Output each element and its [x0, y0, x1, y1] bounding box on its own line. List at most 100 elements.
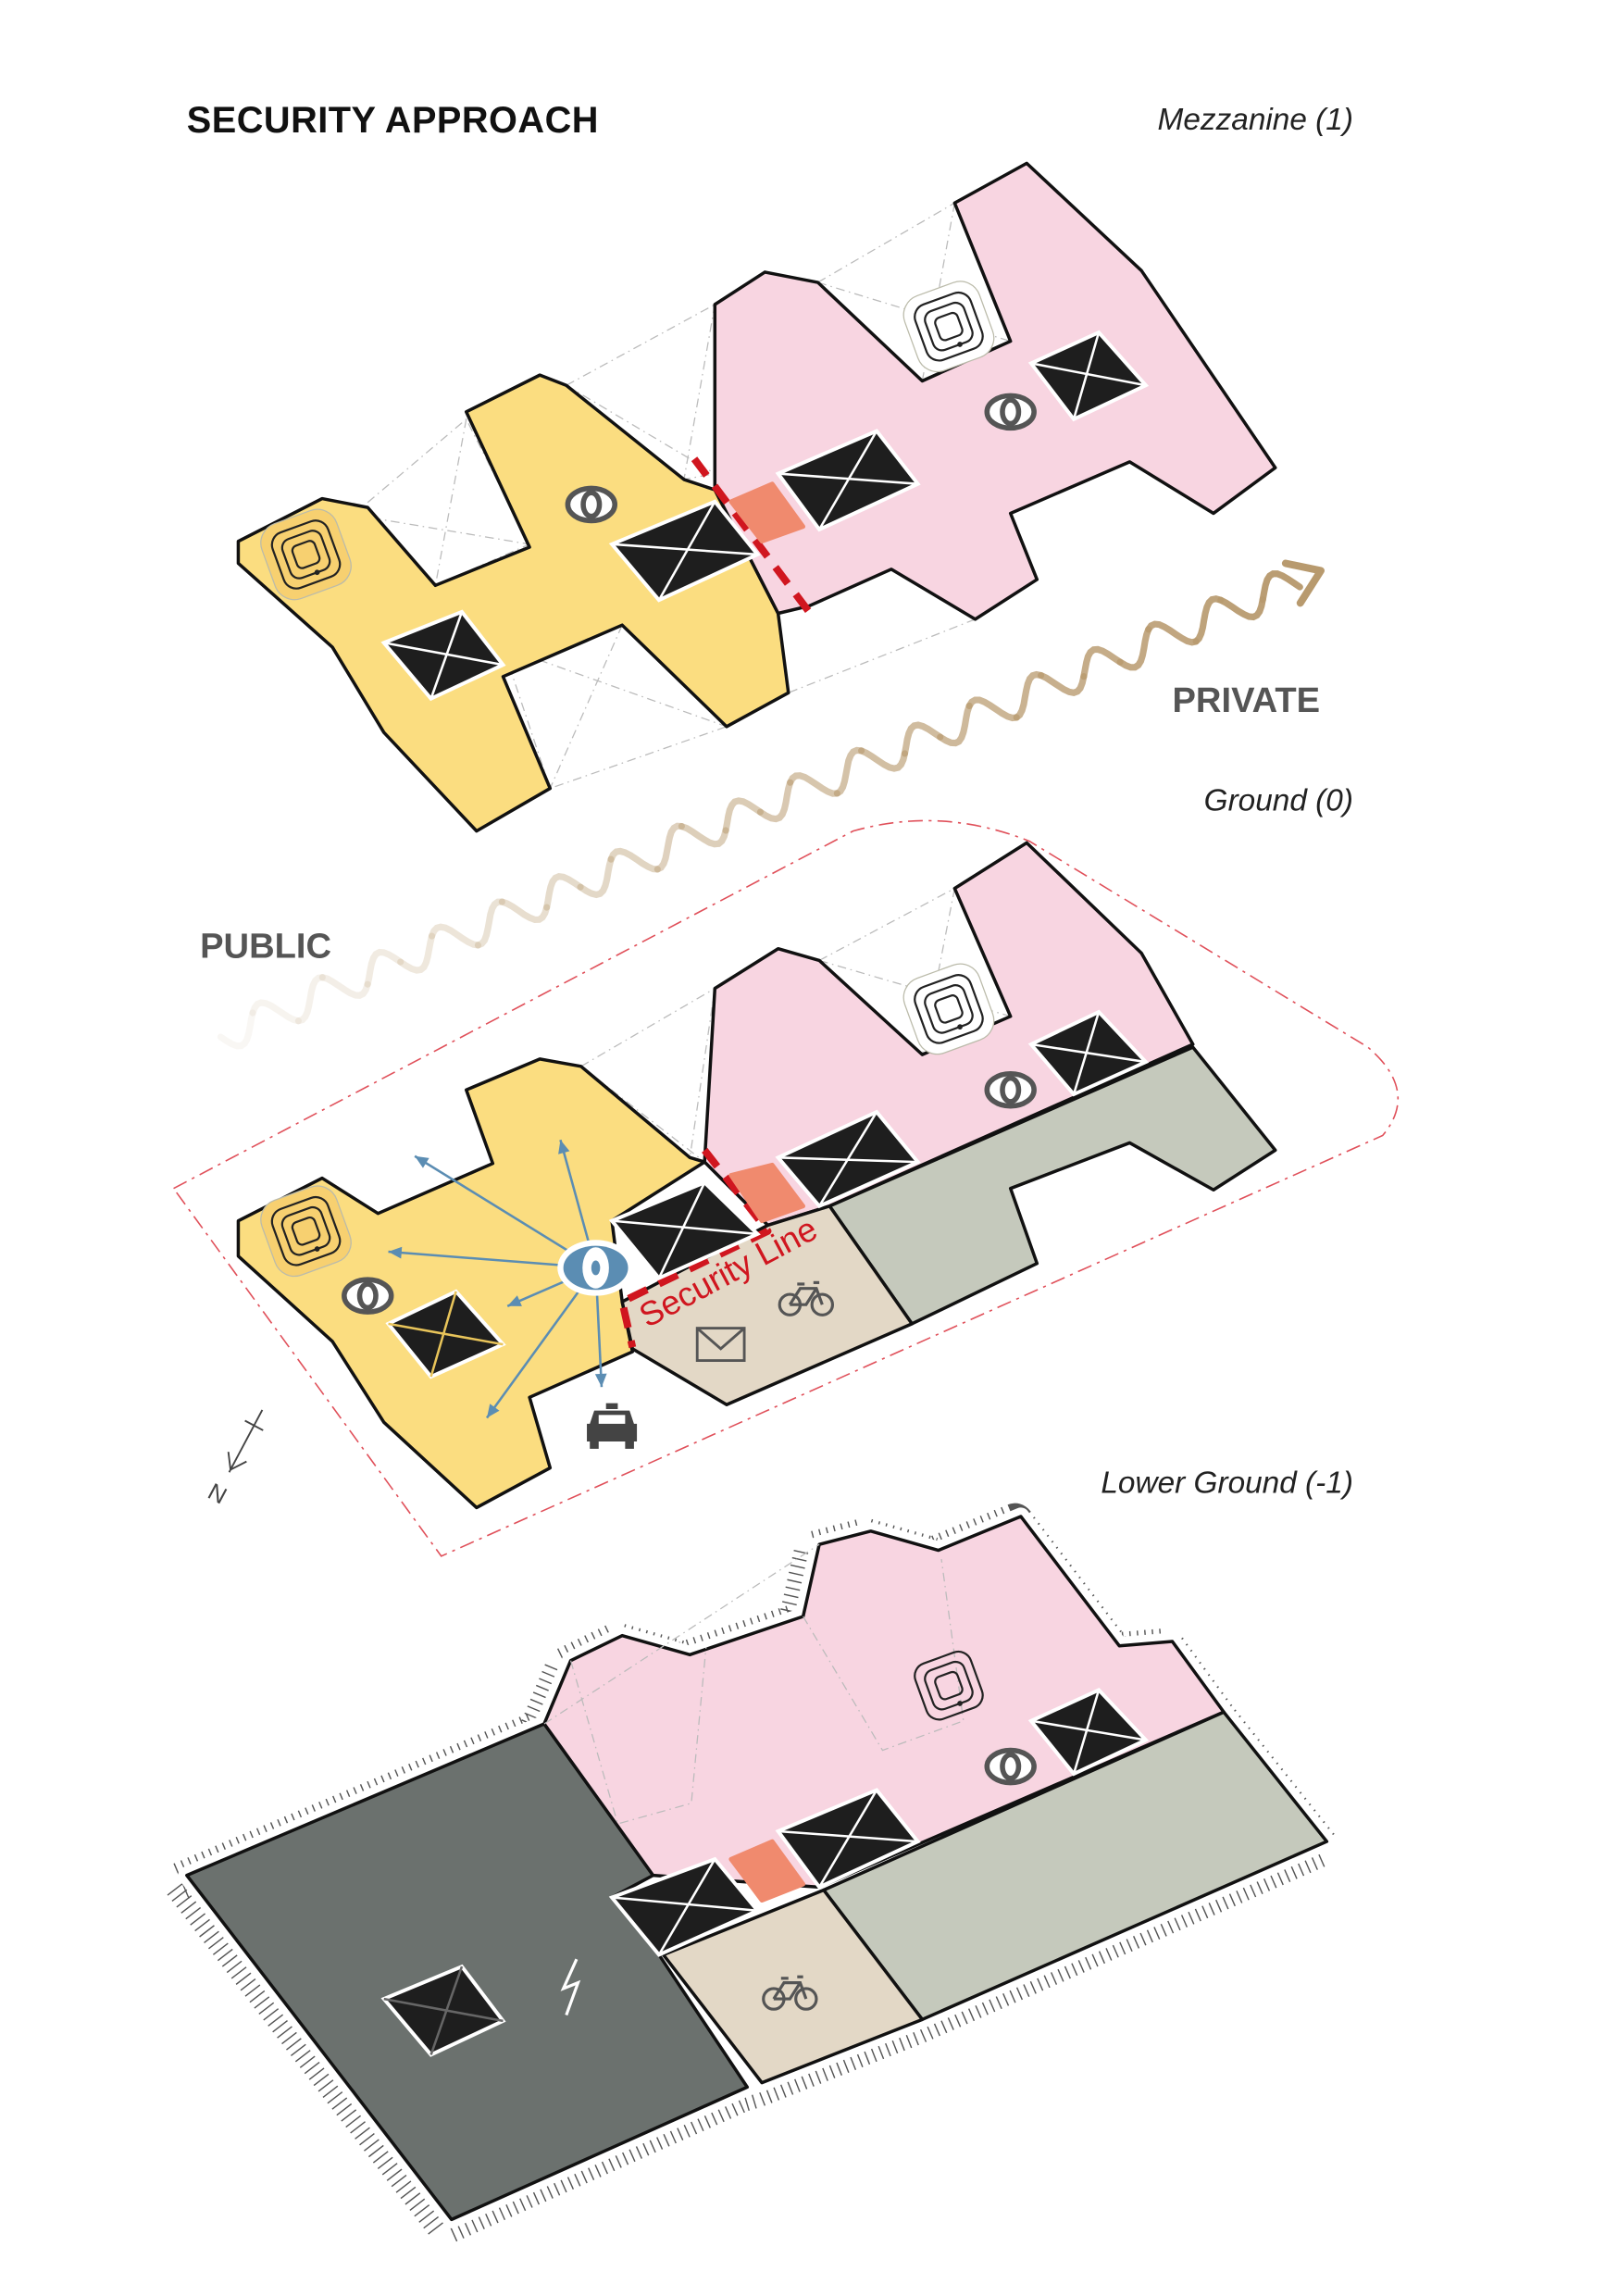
core-icon	[775, 1788, 921, 1890]
wave-segment	[474, 898, 505, 949]
core-cross	[611, 543, 758, 556]
spiral-ring	[924, 984, 974, 1034]
service-zone-ground	[828, 1045, 1277, 1326]
spiral-arrow	[957, 1024, 963, 1029]
surveillance-arrow	[485, 1267, 597, 1419]
core-icon	[380, 609, 506, 702]
core-icon	[1027, 330, 1150, 422]
spiral-arrow	[957, 342, 963, 347]
core-cross	[429, 611, 464, 700]
spiral-ring	[291, 1216, 321, 1246]
spiral-stair-icon	[914, 1650, 984, 1721]
wave-segment	[318, 974, 371, 999]
frame	[772, 1981, 808, 2000]
core-cross	[383, 642, 504, 667]
wave-segment	[1217, 595, 1266, 621]
floor-label-mezzanine: Mezzanine (1)	[1158, 103, 1353, 137]
wave-segment	[1038, 671, 1088, 696]
wave-segment	[1259, 570, 1303, 604]
wave-segment	[249, 999, 303, 1025]
core-icon	[385, 1289, 506, 1379]
wave-segment	[498, 898, 551, 924]
void-lines	[543, 1543, 965, 1825]
core-cross	[1072, 1690, 1101, 1775]
core-icon	[608, 499, 761, 603]
core-cross	[1030, 1042, 1147, 1064]
core-icon	[775, 1109, 921, 1209]
spiral-arrow	[314, 569, 320, 576]
private-zone-mezzanine	[713, 161, 1277, 621]
wave-segment	[833, 746, 865, 797]
surveillance-arrows	[388, 1139, 607, 1419]
spiral-stair-icon	[260, 508, 352, 601]
arrowhead-icon	[594, 1373, 607, 1388]
wave-segment	[901, 721, 944, 757]
frame	[790, 1287, 818, 1306]
envelope-flap	[696, 1327, 746, 1351]
wave-segment	[653, 822, 685, 873]
wave-segment	[364, 948, 404, 988]
core-cross	[818, 430, 878, 530]
core-cross	[657, 1858, 716, 1956]
spiral-arrow	[957, 1701, 963, 1706]
core-body	[380, 609, 506, 702]
page-title: SECURITY APPROACH	[187, 100, 599, 141]
wave-segment	[543, 873, 584, 911]
floor-label-lower-ground: Lower Ground (-1)	[1101, 1466, 1353, 1501]
frame	[789, 1287, 824, 1306]
envelope	[695, 1327, 746, 1363]
security-point	[728, 481, 806, 544]
core-cross	[611, 1896, 758, 1913]
core-cross	[657, 1181, 706, 1279]
secure-entry-zone-ground	[620, 1204, 914, 1406]
wave-segment	[428, 923, 482, 949]
core-icon	[775, 429, 921, 532]
wave-segment	[1145, 620, 1200, 646]
wheel	[810, 1292, 835, 1316]
wave-segment	[722, 797, 764, 834]
eye-iris	[1000, 1752, 1022, 1781]
spiral-ring	[934, 994, 964, 1024]
zone-label-public: PUBLIC	[200, 926, 331, 966]
public-to-private-arrow	[217, 559, 1325, 1050]
wave-segment	[965, 696, 1020, 722]
wave-segment	[1192, 595, 1225, 645]
wave-segment	[217, 1009, 256, 1050]
spiral-ring	[914, 974, 984, 1044]
arrowhead-icon	[388, 1246, 403, 1259]
icon-layer	[260, 281, 1150, 2057]
spiral-ring	[914, 1650, 984, 1721]
public-zone-mezzanine	[236, 373, 790, 833]
eye-iris	[1000, 397, 1022, 427]
taxi-icon	[587, 1403, 638, 1449]
core-cross	[1030, 362, 1147, 387]
floor-label-ground: Ground (0)	[1204, 783, 1353, 817]
arrowhead-icon	[1281, 559, 1325, 607]
spiral-stair-icon	[902, 281, 995, 373]
spiral-ring	[270, 519, 342, 590]
north-label: N	[204, 1479, 230, 1509]
spiral-stair-icon	[260, 1185, 352, 1278]
surveillance-arrow	[414, 1154, 597, 1269]
spiral-ring	[924, 301, 974, 352]
wave-segment	[857, 747, 909, 772]
wave-segment	[1013, 670, 1045, 721]
spiral-arrow	[314, 1246, 320, 1252]
wave-segment	[607, 847, 661, 873]
arrowhead-icon	[415, 1155, 429, 1168]
core-cross	[429, 1291, 457, 1378]
spiral-ring	[934, 311, 964, 342]
spiral-ring	[291, 540, 321, 569]
security-line-ground	[618, 1147, 772, 1349]
wave-segment	[787, 772, 840, 797]
frame	[773, 1981, 802, 2001]
security-point	[728, 1839, 806, 1903]
eye-icon	[984, 393, 1037, 431]
spiral-stair-icon	[902, 963, 995, 1055]
arrowhead-icon	[558, 1140, 570, 1154]
site-boundary	[172, 819, 1400, 1557]
core-cross	[383, 1997, 504, 2023]
arrowhead-icon	[486, 1404, 500, 1418]
core-cross	[388, 1322, 504, 1346]
wave-segment	[397, 932, 436, 974]
